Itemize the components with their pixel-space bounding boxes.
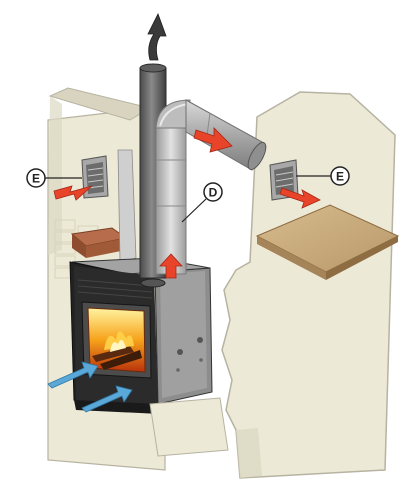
callout-label: D xyxy=(209,186,218,200)
callout-d: D xyxy=(182,183,222,222)
floor-section xyxy=(150,398,228,456)
fireplace-insert xyxy=(70,258,212,414)
smoke-arrow-icon xyxy=(148,14,166,60)
flue-collar xyxy=(141,279,165,287)
callout-label: E xyxy=(32,172,40,186)
callout-label: E xyxy=(336,170,344,184)
